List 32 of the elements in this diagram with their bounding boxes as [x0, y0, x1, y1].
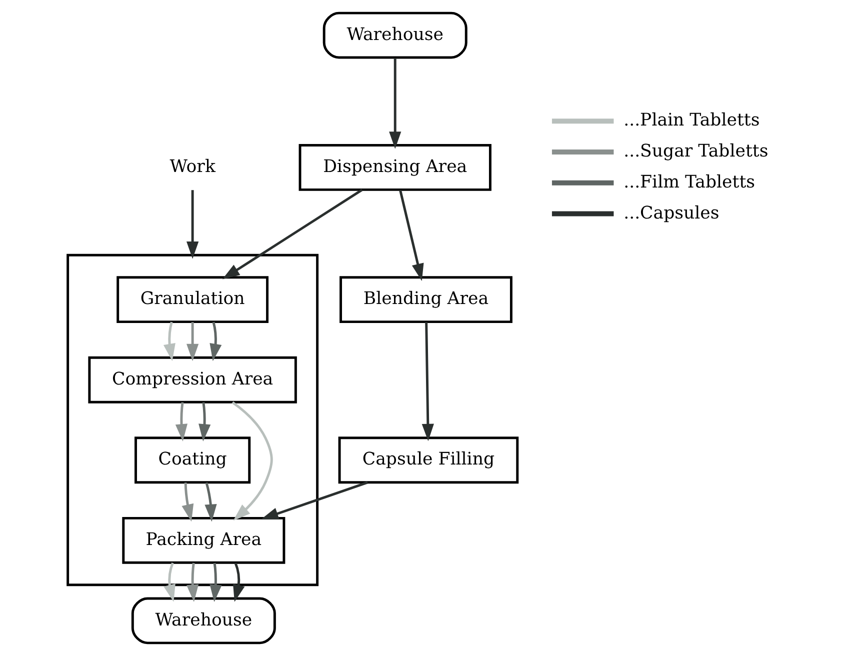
arrow [175, 402, 188, 442]
legend-label: ...Sugar Tabletts [624, 142, 768, 162]
arrow [204, 482, 217, 522]
node-box: Compression Area [88, 356, 297, 404]
legend-label: ...Film Tabletts [624, 172, 756, 192]
arrow [186, 322, 199, 362]
arrow [222, 188, 363, 280]
arrow [164, 562, 176, 602]
arrow [186, 562, 199, 602]
arrow [186, 190, 199, 259]
node-box: Granulation [116, 276, 269, 324]
arrow [232, 401, 273, 521]
node-box: Packing Area [122, 516, 286, 564]
legend-label: ...Plain Tabletts [624, 110, 760, 131]
node-box: Capsule Filling [338, 436, 519, 484]
arrow [210, 562, 222, 602]
node-box: Dispensing Area [298, 144, 492, 191]
arrow [182, 482, 194, 522]
arrow [261, 481, 368, 520]
node-text: Work [170, 157, 216, 178]
arrow [422, 322, 434, 442]
legend-label: ...Capsules [624, 203, 720, 224]
arrow [198, 402, 211, 442]
arrow [210, 322, 222, 362]
arrow [232, 562, 245, 602]
arrow [399, 190, 424, 281]
node-box: Coating [134, 436, 251, 484]
node-box: Blending Area [340, 276, 512, 324]
node-box: Warehouse [131, 597, 276, 644]
node-box: Warehouse [322, 12, 468, 59]
arrow [163, 322, 176, 362]
arrow [389, 58, 402, 149]
